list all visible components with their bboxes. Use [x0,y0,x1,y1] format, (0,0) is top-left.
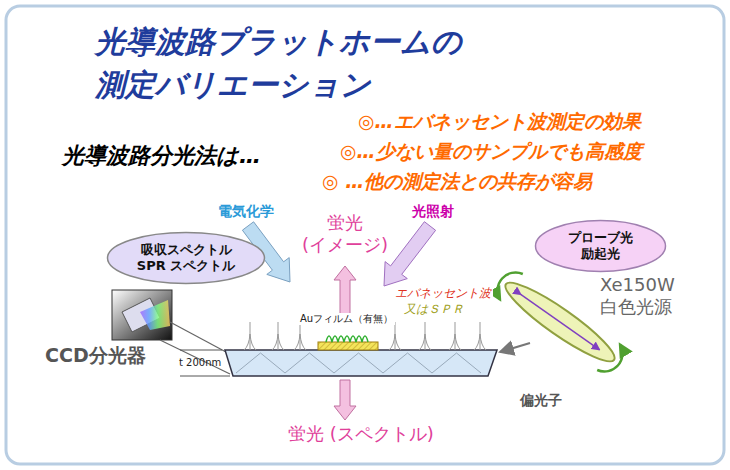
label: 蛍光 (イメージ) [300,212,390,255]
guided-ray [236,353,481,373]
label: エバネッセント波 [393,286,493,300]
label: 蛍光 (スペクトル) [288,423,434,445]
label: CCD分光器 [45,344,146,367]
node-text: プローブ光 励起光 [555,230,645,263]
label: ◎…少ない量のサンプルでも高感度 [340,140,642,163]
evanescent-wave [272,322,284,350]
ellipse-shape [108,233,265,284]
ellipse-node: 吸収スペクトル SPR スペクトル [106,231,266,285]
label: ◎…エバネッセント波測定の効果 [358,110,641,133]
evanescent-wave [419,322,431,350]
label: 光照射 [412,203,454,220]
label: 又はＳＰＲ [402,302,466,316]
evanescent-wave [389,322,401,350]
ellipse-shape [535,221,665,272]
fluorescence-down-arrow [334,380,356,420]
label: Xe150W 白色光源 [600,274,712,317]
irradiation-arrow [384,222,436,286]
label: t 200nm [179,357,221,369]
node-body: 吸収スペクトル SPR スペクトル [131,242,241,275]
label: 電気化学 [218,203,274,220]
fluorescence-up-arrow [334,266,356,318]
label: ◎ …他の測定法との共存が容易 [322,170,592,193]
title: 光導波路プラットホームの 測定バリエーション [95,20,480,106]
evanescent-wave [474,322,486,350]
evanescent-wave [294,322,306,350]
node-text: 吸収スペクトル SPR スペクトル [131,242,241,275]
ellipse-node: プローブ光 励起光 [534,219,667,273]
label: Auフィルム（有無） [298,313,395,325]
evanescent-wave [449,322,461,350]
node-body: プローブ光 励起光 [555,230,645,263]
label: 偏光子 [520,392,562,409]
label: 光導波路分光法は… [62,143,261,169]
evanescent-wave [244,322,256,350]
